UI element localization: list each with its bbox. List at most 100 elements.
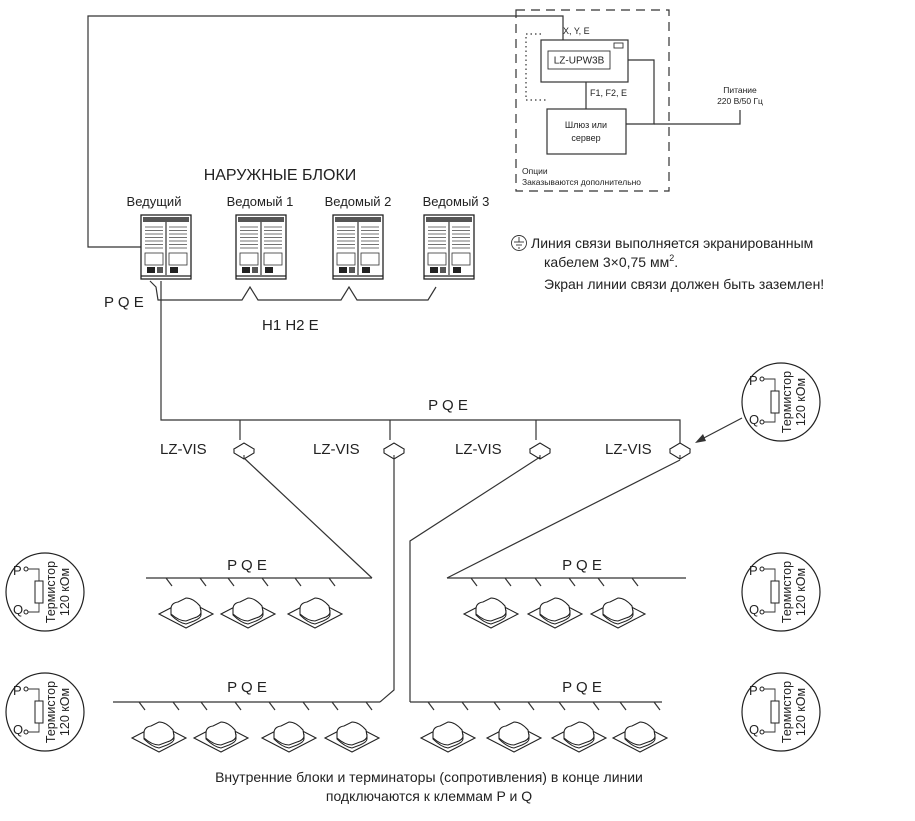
terminator-name-label: Термистор [780,681,794,743]
outdoor-units-title: НАРУЖНЫЕ БЛОКИ [204,167,357,184]
outdoor-units-group [140,214,475,280]
branch-row-3 [113,701,381,753]
splitter-2 [382,442,406,460]
terminator-value-label: 120 кОм [58,568,72,616]
branch-pqe-label-3: P Q E [227,679,267,696]
branch-pqe-label-4: P Q E [562,679,602,696]
options-box: LZ-UPW3B X, Y, E F1, F2, E Шлюз или серв… [515,9,763,192]
indoor-unit-4-3 [550,721,608,753]
terminator-p-label: P [749,373,758,388]
terminator-q-label: Q [13,602,23,617]
terminator-value-label: 120 кОм [58,688,72,736]
outdoor-unit-slave-3 [423,214,475,280]
outdoor-unit-label-slave-1: Ведомый 1 [227,194,294,209]
note-line-2-end: . [674,254,678,270]
branch-line-4 [446,459,681,579]
splitter-label-2: LZ-VIS [313,441,360,458]
terminator-value-label: 120 кОм [794,688,808,736]
splitter-1 [232,442,256,460]
terminator-p-label: P [13,563,22,578]
splitters-group [232,442,692,460]
terminator-value-label: 120 кОм [794,378,808,426]
indoor-unit-4-2 [485,721,543,753]
branch-line-3 [409,456,541,702]
outdoor-unit-label-master: Ведущий [127,194,182,209]
main-pqe-bus [160,281,681,447]
h1h2e-outdoor-link [149,280,437,301]
power-supply-wire [654,110,741,125]
ground-icon [511,235,527,251]
branch-row-2 [447,577,686,629]
main-pqe-label: P Q E [428,397,468,414]
splitter-label-4: LZ-VIS [605,441,652,458]
splitter-label-3: LZ-VIS [455,441,502,458]
indoor-unit-4-4 [611,721,669,753]
gateway-label-line2: сервер [571,133,600,143]
outdoor-pqe-label: P Q E [104,294,144,311]
branch-row-1 [146,577,372,629]
branch-pqe-label-2: P Q E [562,557,602,574]
terminator-arrow [699,417,743,441]
gateway-server-box [546,108,627,155]
branch-line-1 [243,457,373,579]
f1f2e-signal-label: F1, F2, E [590,88,627,98]
splitter-3 [528,442,552,460]
lz-upw3b-label: LZ-UPW3B [554,56,605,67]
indoor-branches [113,577,686,753]
indoor-unit-2-3 [589,597,647,629]
terminator-q-label: Q [13,722,23,737]
power-label-line1: Питание [723,85,757,95]
module-indicator-icon [613,42,624,49]
outdoor-unit-master [140,214,192,280]
indoor-unit-1-2 [219,597,277,629]
indoor-unit-3-1 [130,721,188,753]
terminator-value-label: 120 кОм [794,568,808,616]
gateway-label-line1: Шлюз или [565,120,607,130]
terminator-name-label: Термистор [780,561,794,623]
terminator-q-label: Q [749,602,759,617]
branch-pqe-label-1: P Q E [227,557,267,574]
splitter-label-1: LZ-VIS [160,441,207,458]
dotted-link [525,33,547,101]
indoor-unit-3-3 [260,721,318,753]
terminator-p-label: P [749,563,758,578]
indoor-unit-3-2 [192,721,250,753]
note-line-2-sup: 2 [669,253,674,263]
note-line-3: Экран линии связи должен быть заземлен! [544,276,824,292]
outdoor-unit-label-slave-3: Ведомый 3 [423,194,490,209]
indoor-unit-1-3 [286,597,344,629]
indoor-unit-4-1 [419,721,477,753]
outdoor-unit-label-slave-2: Ведомый 2 [325,194,392,209]
options-caption-line2: Заказываются дополнительно [522,177,641,187]
branch-line-2 [379,458,395,703]
terminator-name-label: Термистор [780,371,794,433]
note-line-1: Линия связи выполняется экранированным [531,235,813,251]
terminator-name-label: Термистор [44,561,58,623]
options-caption-line1: Опции [522,166,548,176]
footer-line-2: подключаются к клеммам P и Q [326,788,532,804]
xye-communication-line [87,15,564,248]
module-power-wire [626,59,655,125]
branch-row-4 [410,701,669,753]
terminator-q-label: Q [749,722,759,737]
lz-upw3b-module [540,39,629,83]
terminator-p-label: P [13,683,22,698]
lz-upw3b-label-frame [547,50,611,70]
power-label-line2: 220 В/50 Гц [717,96,763,106]
splitter-4 [668,442,692,460]
shielding-note: Линия связи выполняется экранированным к… [511,235,824,292]
footer-line-1: Внутренние блоки и терминаторы (сопротив… [215,769,643,785]
terminator-q-label: Q [749,412,759,427]
arrow-head-icon [695,434,706,443]
outdoor-unit-slave-1 [235,214,287,280]
note-line-2-text: кабелем 3×0,75 мм [544,254,669,270]
note-line-2: кабелем 3×0,75 мм2. [544,253,678,270]
indoor-unit-3-4 [323,721,381,753]
indoor-unit-1-1 [157,597,215,629]
options-dashed-border [515,9,670,192]
